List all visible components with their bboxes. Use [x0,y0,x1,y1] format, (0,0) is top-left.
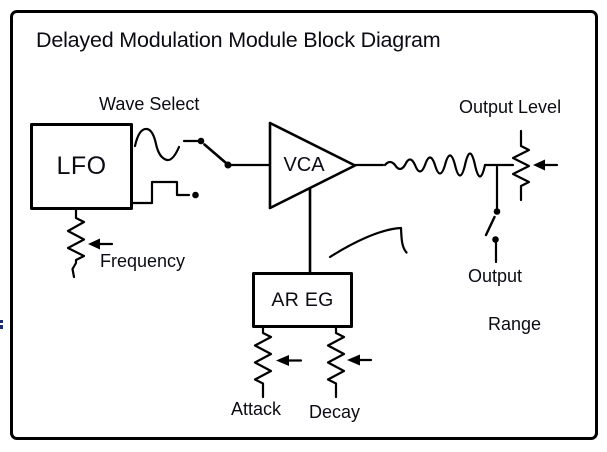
attack-pot-arrow [276,355,289,366]
output-range-line1: Output [468,266,523,286]
square-wave-icon [131,180,191,205]
modulated-wave-icon [383,152,487,178]
output-level-label: Output Level [459,97,562,117]
attack-label: Attack [231,399,282,419]
sine-wave-icon [133,127,181,162]
wave-select-switch-arm [203,143,228,165]
ar-eg-block-label: AR EG [271,288,334,311]
frequency-label: Frequency [100,251,186,271]
vca-block-label: VCA [283,153,325,176]
diagram-border [10,10,598,440]
sine-contact-dot [197,137,205,145]
output-level-pot [511,129,559,202]
output-range-line2: Range [488,313,542,334]
diagram-title: Delayed Modulation Module Block Diagram [36,28,441,52]
decay-pot [326,326,373,399]
output-range-switch [484,165,501,264]
decay-label: Decay [309,402,361,422]
lfo-block-label: LFO [56,152,107,180]
attack-pot [253,326,303,399]
square-contact-dot [192,191,199,199]
ar-eg-box [252,272,353,328]
frequency-pot-arrow [88,238,100,250]
output-range-bottom-dot [492,236,499,243]
output-range-top-dot [493,208,501,215]
attack-release-envelope-icon [328,226,408,259]
vca-triangle [268,121,357,210]
lfo-box [30,123,133,210]
output-range-switch-arm [484,215,496,237]
output-level-pot-arrow [533,159,545,171]
output-range-label: Output Range [468,265,541,336]
wave-select-label: Wave Select [99,94,200,114]
frequency-pot [66,208,114,279]
decay-pot-arrow [347,354,360,366]
edge-artifact [0,320,3,329]
